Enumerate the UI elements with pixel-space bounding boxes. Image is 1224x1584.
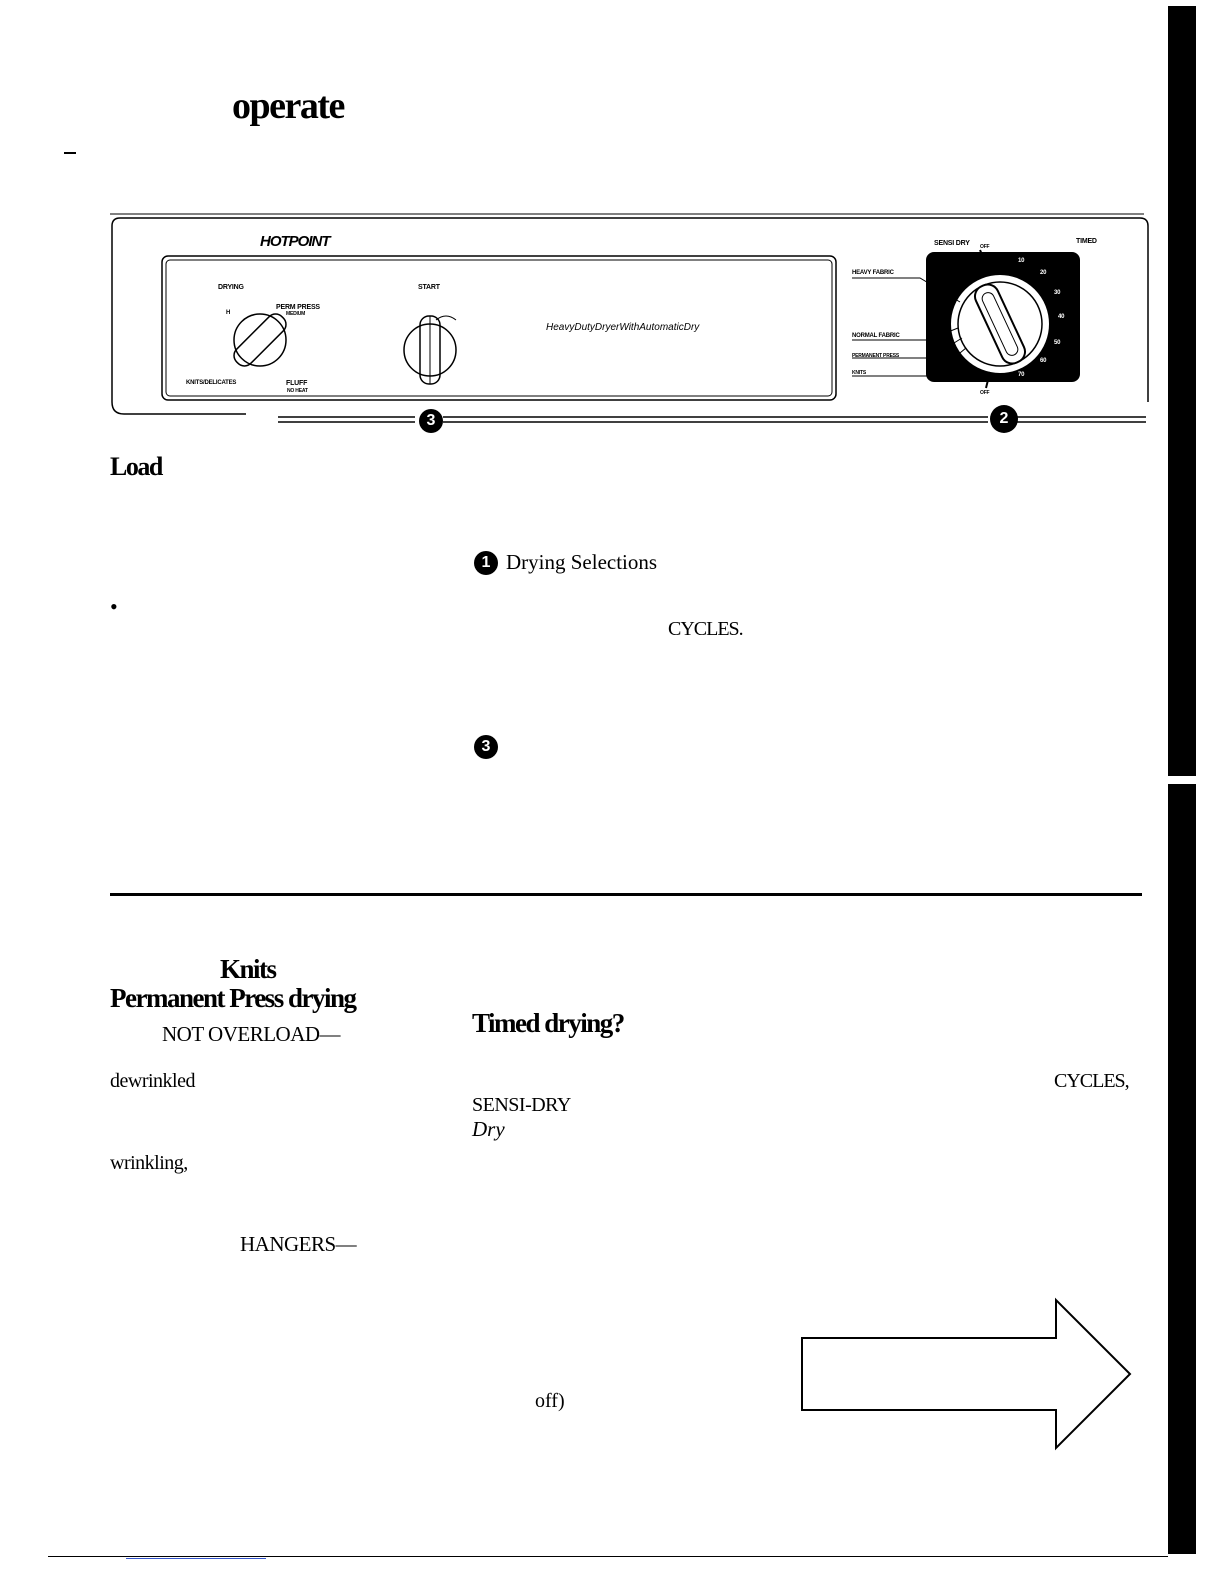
fluff-label: FLUFF [286,380,308,387]
normal-fabric-label: NORMAL FABRIC [852,333,900,339]
load-heading: Load [110,452,163,481]
timed-drying-heading: Timed drying? [472,1008,625,1038]
off-top-label: OFF [980,244,990,250]
heavy-fabric-label: HEAVY FABRIC [852,270,894,276]
knits-label: KNITS [852,370,867,376]
callout-badge-2-panel: 2 [990,405,1018,433]
dial-number-60: 60 [1040,358,1047,364]
callout-badge-1: 1 [474,551,498,575]
permanent-press-label: PERMANENT PRESS [852,353,900,359]
cycles-text-1: CYCLES. [668,618,744,640]
timed-label: TIMED [1076,238,1097,245]
control-panel-illustration [110,213,1149,423]
hangers-text: HANGERS— [240,1232,357,1256]
sidebar-bar-top [1168,6,1196,776]
start-label: START [418,284,440,291]
callout-badge-3-body: 3 [474,735,498,759]
dry-italic-text: Dry [472,1117,505,1141]
drying-selections-heading: Drying Selections [506,550,658,574]
sensi-dry-text: SENSI-DRY [472,1094,571,1116]
perm-press-label: PERM PRESS [276,304,320,311]
dial-number-40: 40 [1058,314,1065,320]
model-text: HeavyDutyDryerWithAutomaticDry [546,322,700,333]
knits-heading: Knits [220,954,277,984]
drying-label: DRYING [218,284,244,291]
section-divider [110,893,1142,896]
off-paren-text: off) [535,1390,565,1412]
dial-number-30: 30 [1054,290,1061,296]
footer-rule [48,1556,1168,1557]
no-heat-label: NO HEAT [287,388,308,394]
dial-number-70: 70 [1018,372,1025,378]
dial-number-10: 10 [1018,258,1025,264]
page-title: operate [232,85,345,127]
knits-delicates-label: KNITS/DELICATES [186,380,237,386]
sensi-dry-label: SENSI DRY [934,240,970,247]
brand-logo: HOTPOINT [260,233,330,250]
dial-number-20: 20 [1040,270,1047,276]
wrinkling-text: wrinkling, [110,1152,188,1174]
cycles-text-2: CYCLES, [1054,1070,1130,1092]
dial-number-50: 50 [1054,340,1061,346]
not-overload-text: NOT OVERLOAD— [162,1022,341,1046]
stray-mark [64,152,76,154]
medium-label: MEDIUM [286,311,306,317]
dewrinkled-text: dewrinkled [110,1070,195,1092]
off-bottom-label: OFF [980,390,990,396]
sidebar-bar-bottom [1168,784,1196,1554]
callout-badge-3-panel: 3 [419,409,443,433]
footer-rule-accent [126,1558,266,1559]
bullet: • [110,594,118,619]
permanent-press-heading: Permanent Press drying [110,983,357,1013]
drying-h-label: H [226,310,231,316]
continue-arrow-icon [801,1297,1132,1451]
